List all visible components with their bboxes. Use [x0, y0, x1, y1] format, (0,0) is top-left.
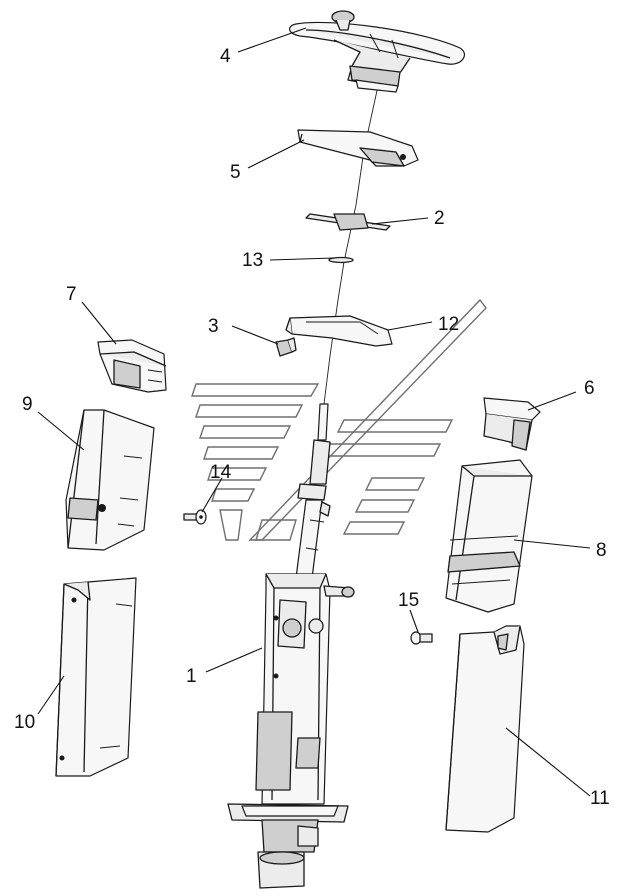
- steering-shaft: [295, 403, 331, 579]
- retaining-ring: [328, 256, 354, 264]
- callout-12: 12: [438, 314, 459, 335]
- right-upper-bracket: [483, 397, 541, 451]
- callout-13: 13: [242, 250, 263, 271]
- callout-9: 9: [22, 394, 33, 415]
- leader-2: [371, 217, 429, 225]
- steering-column: [227, 573, 355, 889]
- leader-15: [409, 609, 419, 633]
- callout-2: 2: [434, 208, 445, 229]
- leader-4: [237, 27, 307, 53]
- callout-8: 8: [596, 540, 607, 561]
- leader-3: [231, 325, 279, 345]
- leader-7: [81, 301, 117, 345]
- callout-1: 1: [186, 666, 197, 687]
- leader-12: [387, 321, 433, 331]
- callout-labels: 1 2 3 4 5 6 7 8 9 10 11 12 13 14 15: [14, 46, 610, 809]
- left-upper-cover: [65, 409, 155, 551]
- switch-block: [275, 337, 297, 357]
- callout-10: 10: [14, 712, 35, 733]
- screw: [183, 509, 207, 525]
- bolt: [410, 631, 433, 645]
- callout-7: 7: [66, 284, 77, 305]
- leader-13: [269, 257, 335, 261]
- leader-1: [205, 647, 263, 673]
- callout-5: 5: [230, 162, 241, 183]
- callout-6: 6: [584, 378, 595, 399]
- right-lower-cover: [445, 625, 525, 833]
- upper-cover: [297, 129, 419, 167]
- leader-9: [37, 411, 85, 451]
- callout-11: 11: [590, 788, 610, 809]
- leader-lines: [37, 27, 591, 797]
- column-shroud: [285, 315, 393, 347]
- leader-6: [527, 391, 577, 411]
- callout-3: 3: [208, 316, 219, 337]
- left-upper-bracket: [97, 339, 167, 393]
- callout-4: 4: [220, 46, 231, 67]
- callout-15: 15: [398, 590, 419, 611]
- leader-8: [513, 539, 591, 549]
- left-lower-cover: [55, 577, 137, 777]
- sealing-washer: [305, 213, 391, 231]
- leader-11: [505, 727, 591, 797]
- leader-14: [201, 477, 223, 513]
- right-upper-cover: [445, 459, 533, 613]
- steering-wheel: [289, 10, 465, 93]
- leader-5: [247, 139, 305, 169]
- callout-14: 14: [210, 462, 232, 483]
- leader-10: [37, 675, 65, 715]
